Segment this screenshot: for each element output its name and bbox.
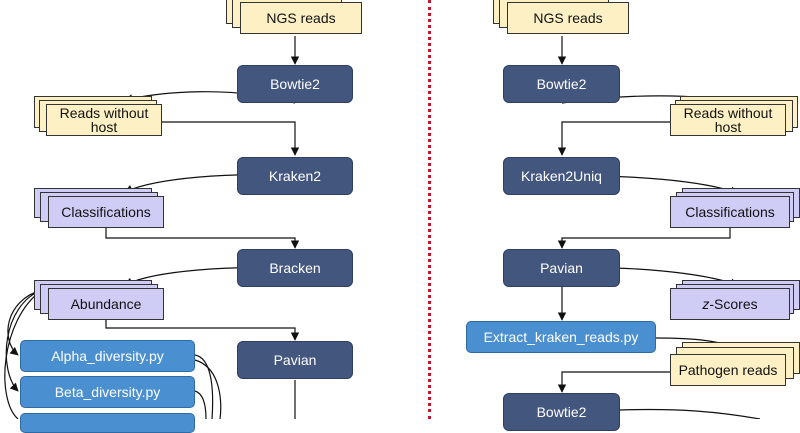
reads-without-host-right-label: Reads without host xyxy=(670,104,786,136)
beta-diversity-script: Beta_diversity.py xyxy=(20,376,195,408)
edge-script-out-2 xyxy=(194,359,222,419)
extract-kraken-reads-script: Extract_kraken_reads.py xyxy=(466,321,656,353)
edge-classifications-to-bracken-left xyxy=(105,228,300,249)
ngs-reads-left: NGS reads xyxy=(226,0,362,36)
reads-without-host-right: Reads without host xyxy=(670,96,800,138)
kraken2-left: Kraken2 xyxy=(237,157,353,195)
edge-abundance-to-third xyxy=(4,289,43,419)
abundance-left: Abundance xyxy=(34,280,164,320)
classifications-right: Classifications xyxy=(670,188,800,228)
pavian-left: Pavian xyxy=(237,341,353,379)
ngs-reads-left-label: NGS reads xyxy=(240,2,362,34)
bracken-left: Bracken xyxy=(237,249,353,287)
edge-beta-out xyxy=(194,390,207,419)
edge-abundance-to-pavian-left xyxy=(105,320,300,341)
kraken2uniq-right: Kraken2Uniq xyxy=(503,157,620,195)
bowtie2-second-right: Bowtie2 xyxy=(503,393,620,431)
z-scores-italic-z: z xyxy=(702,296,710,312)
edge-alpha-out xyxy=(194,354,214,419)
alpha-diversity-script: Alpha_diversity.py xyxy=(20,340,195,372)
classifications-left-label: Classifications xyxy=(48,196,164,228)
ngs-reads-right-label: NGS reads xyxy=(507,2,629,34)
z-scores-suffix: -Scores xyxy=(709,296,758,312)
reads-without-host-left: Reads without host xyxy=(34,96,162,138)
z-scores-right-label: z-Scores xyxy=(670,288,790,320)
reads-without-host-left-label: Reads without host xyxy=(46,104,162,136)
classifications-left: Classifications xyxy=(34,188,164,228)
pathogen-reads-right: Pathogen reads xyxy=(670,342,800,388)
pipeline-divider xyxy=(428,0,431,419)
pathogen-reads-right-label: Pathogen reads xyxy=(670,354,786,386)
bowtie2-left: Bowtie2 xyxy=(237,65,353,103)
edge-classifications-to-pavian-right xyxy=(557,228,731,249)
edge-pathogen-to-bowtie2-right xyxy=(557,371,670,393)
pavian-right: Pavian xyxy=(503,249,620,287)
edge-bowtie2-second-out xyxy=(619,408,761,419)
ngs-reads-right: NGS reads xyxy=(493,0,629,36)
classifications-right-label: Classifications xyxy=(670,196,790,228)
edge-abundance-to-beta xyxy=(5,289,43,392)
third-script-partial xyxy=(20,413,195,433)
edge-abundance-to-alpha xyxy=(7,289,43,356)
bowtie2-right: Bowtie2 xyxy=(503,65,620,103)
edge-reads-to-kraken2-left xyxy=(162,121,300,156)
abundance-left-label: Abundance xyxy=(48,288,164,320)
edge-reads-to-kraken2uniq-right xyxy=(557,121,670,156)
z-scores-right: z-Scores xyxy=(670,280,800,320)
